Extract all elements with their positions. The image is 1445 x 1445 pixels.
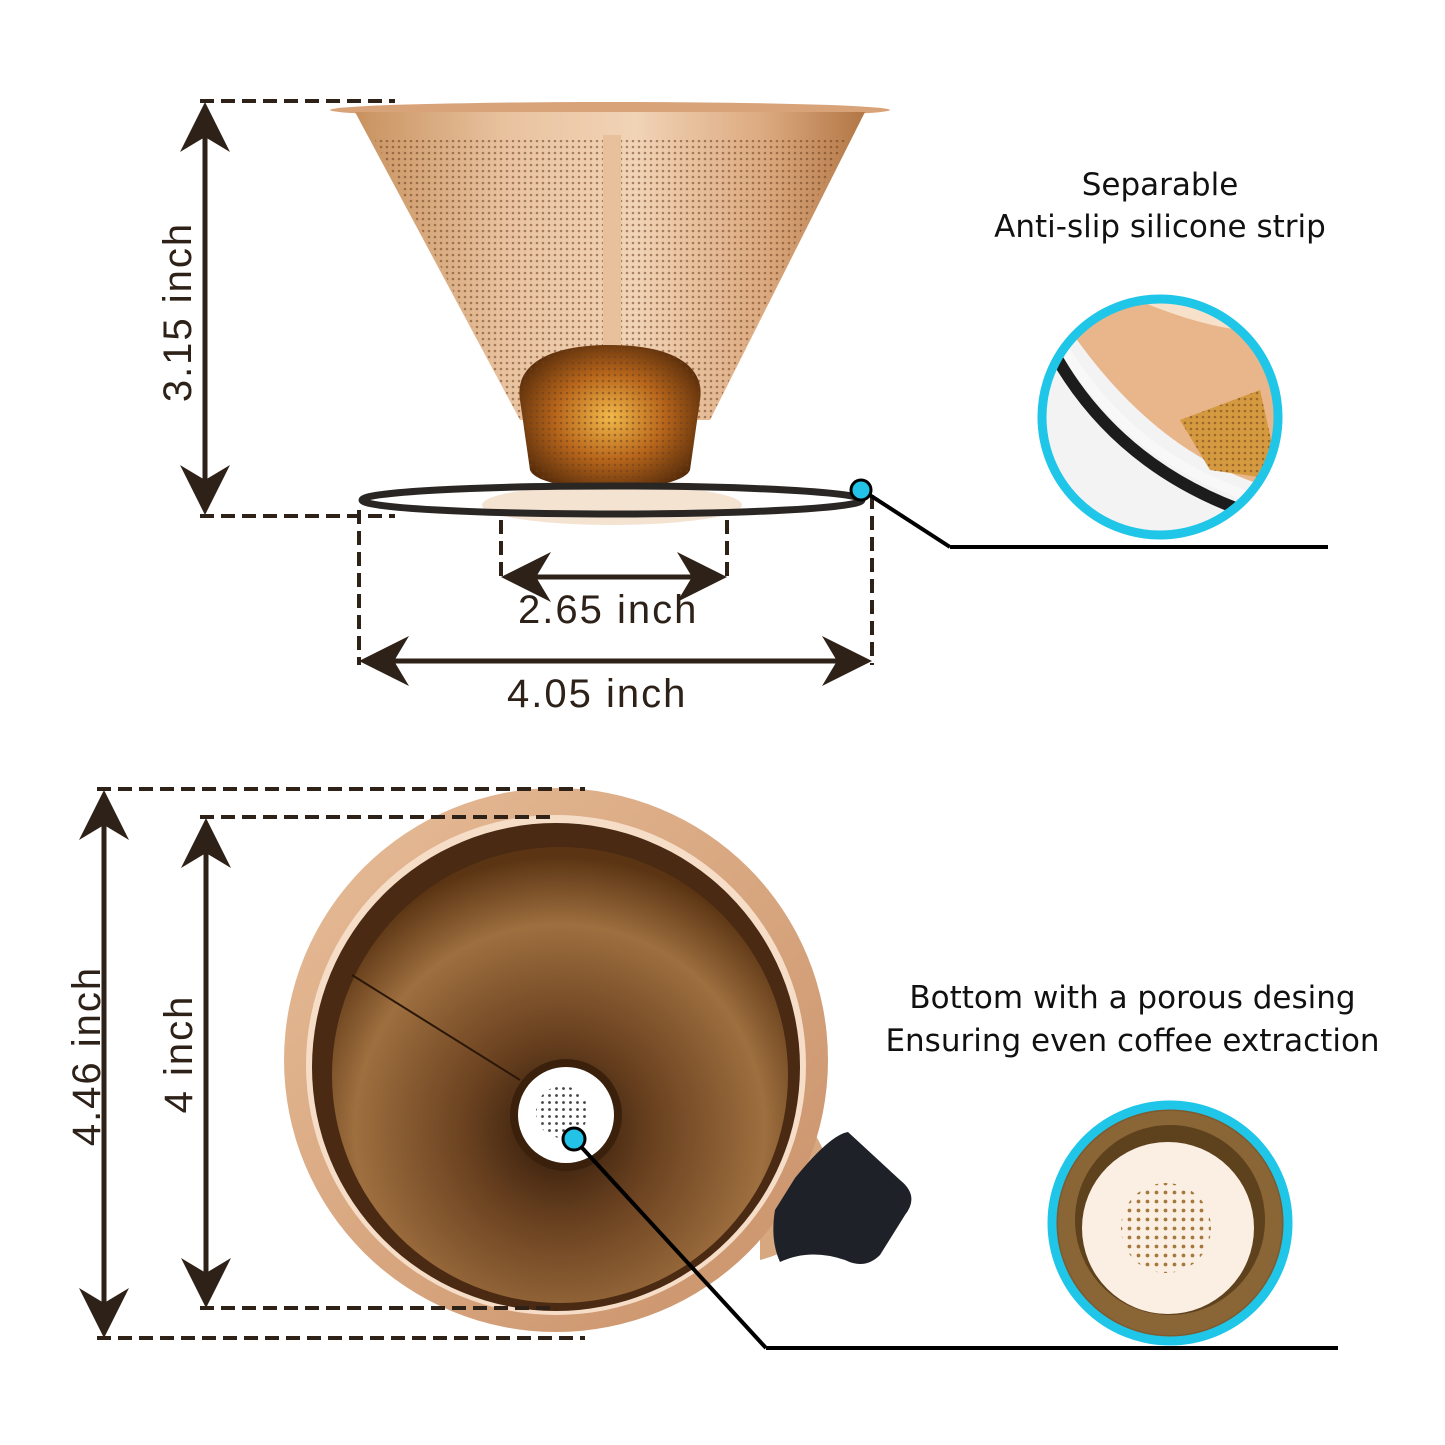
dripper-top-down-view	[284, 788, 912, 1332]
callout-dot-icon	[849, 478, 873, 502]
callout-caption-silicone-strip: Separable Anti-slip silicone strip	[960, 165, 1360, 249]
zoom-circle-porous-bottom	[1047, 1100, 1293, 1346]
callout-subtitle: Ensuring even coffee extraction	[885, 1023, 1380, 1060]
callout-subtitle: Anti-slip silicone strip	[994, 208, 1326, 245]
callout-title: Bottom with a porous desing	[909, 980, 1356, 1016]
callout-title: Separable	[1081, 167, 1239, 203]
zoom-circle-silicone-strip	[1037, 294, 1283, 540]
outer-height-dimension-label: 4.46 inch	[65, 965, 109, 1147]
height-dimension-label: 3.15 inch	[156, 221, 200, 403]
callout-leader-porous-bottom	[561, 1126, 1338, 1350]
dimension-lines-top	[180, 99, 874, 686]
callout-dot-icon	[561, 1126, 587, 1152]
outer-base-width-label: 4.05 inch	[507, 672, 688, 716]
inner-base-width-label: 2.65 inch	[518, 588, 699, 632]
callout-caption-porous-bottom: Bottom with a porous desing Ensuring eve…	[860, 977, 1405, 1064]
inner-height-dimension-label: 4 inch	[157, 994, 201, 1114]
callout-leader-silicone	[849, 478, 1328, 549]
cone-dripper-side-view	[330, 102, 890, 525]
dimension-lines-bottom	[79, 787, 585, 1340]
